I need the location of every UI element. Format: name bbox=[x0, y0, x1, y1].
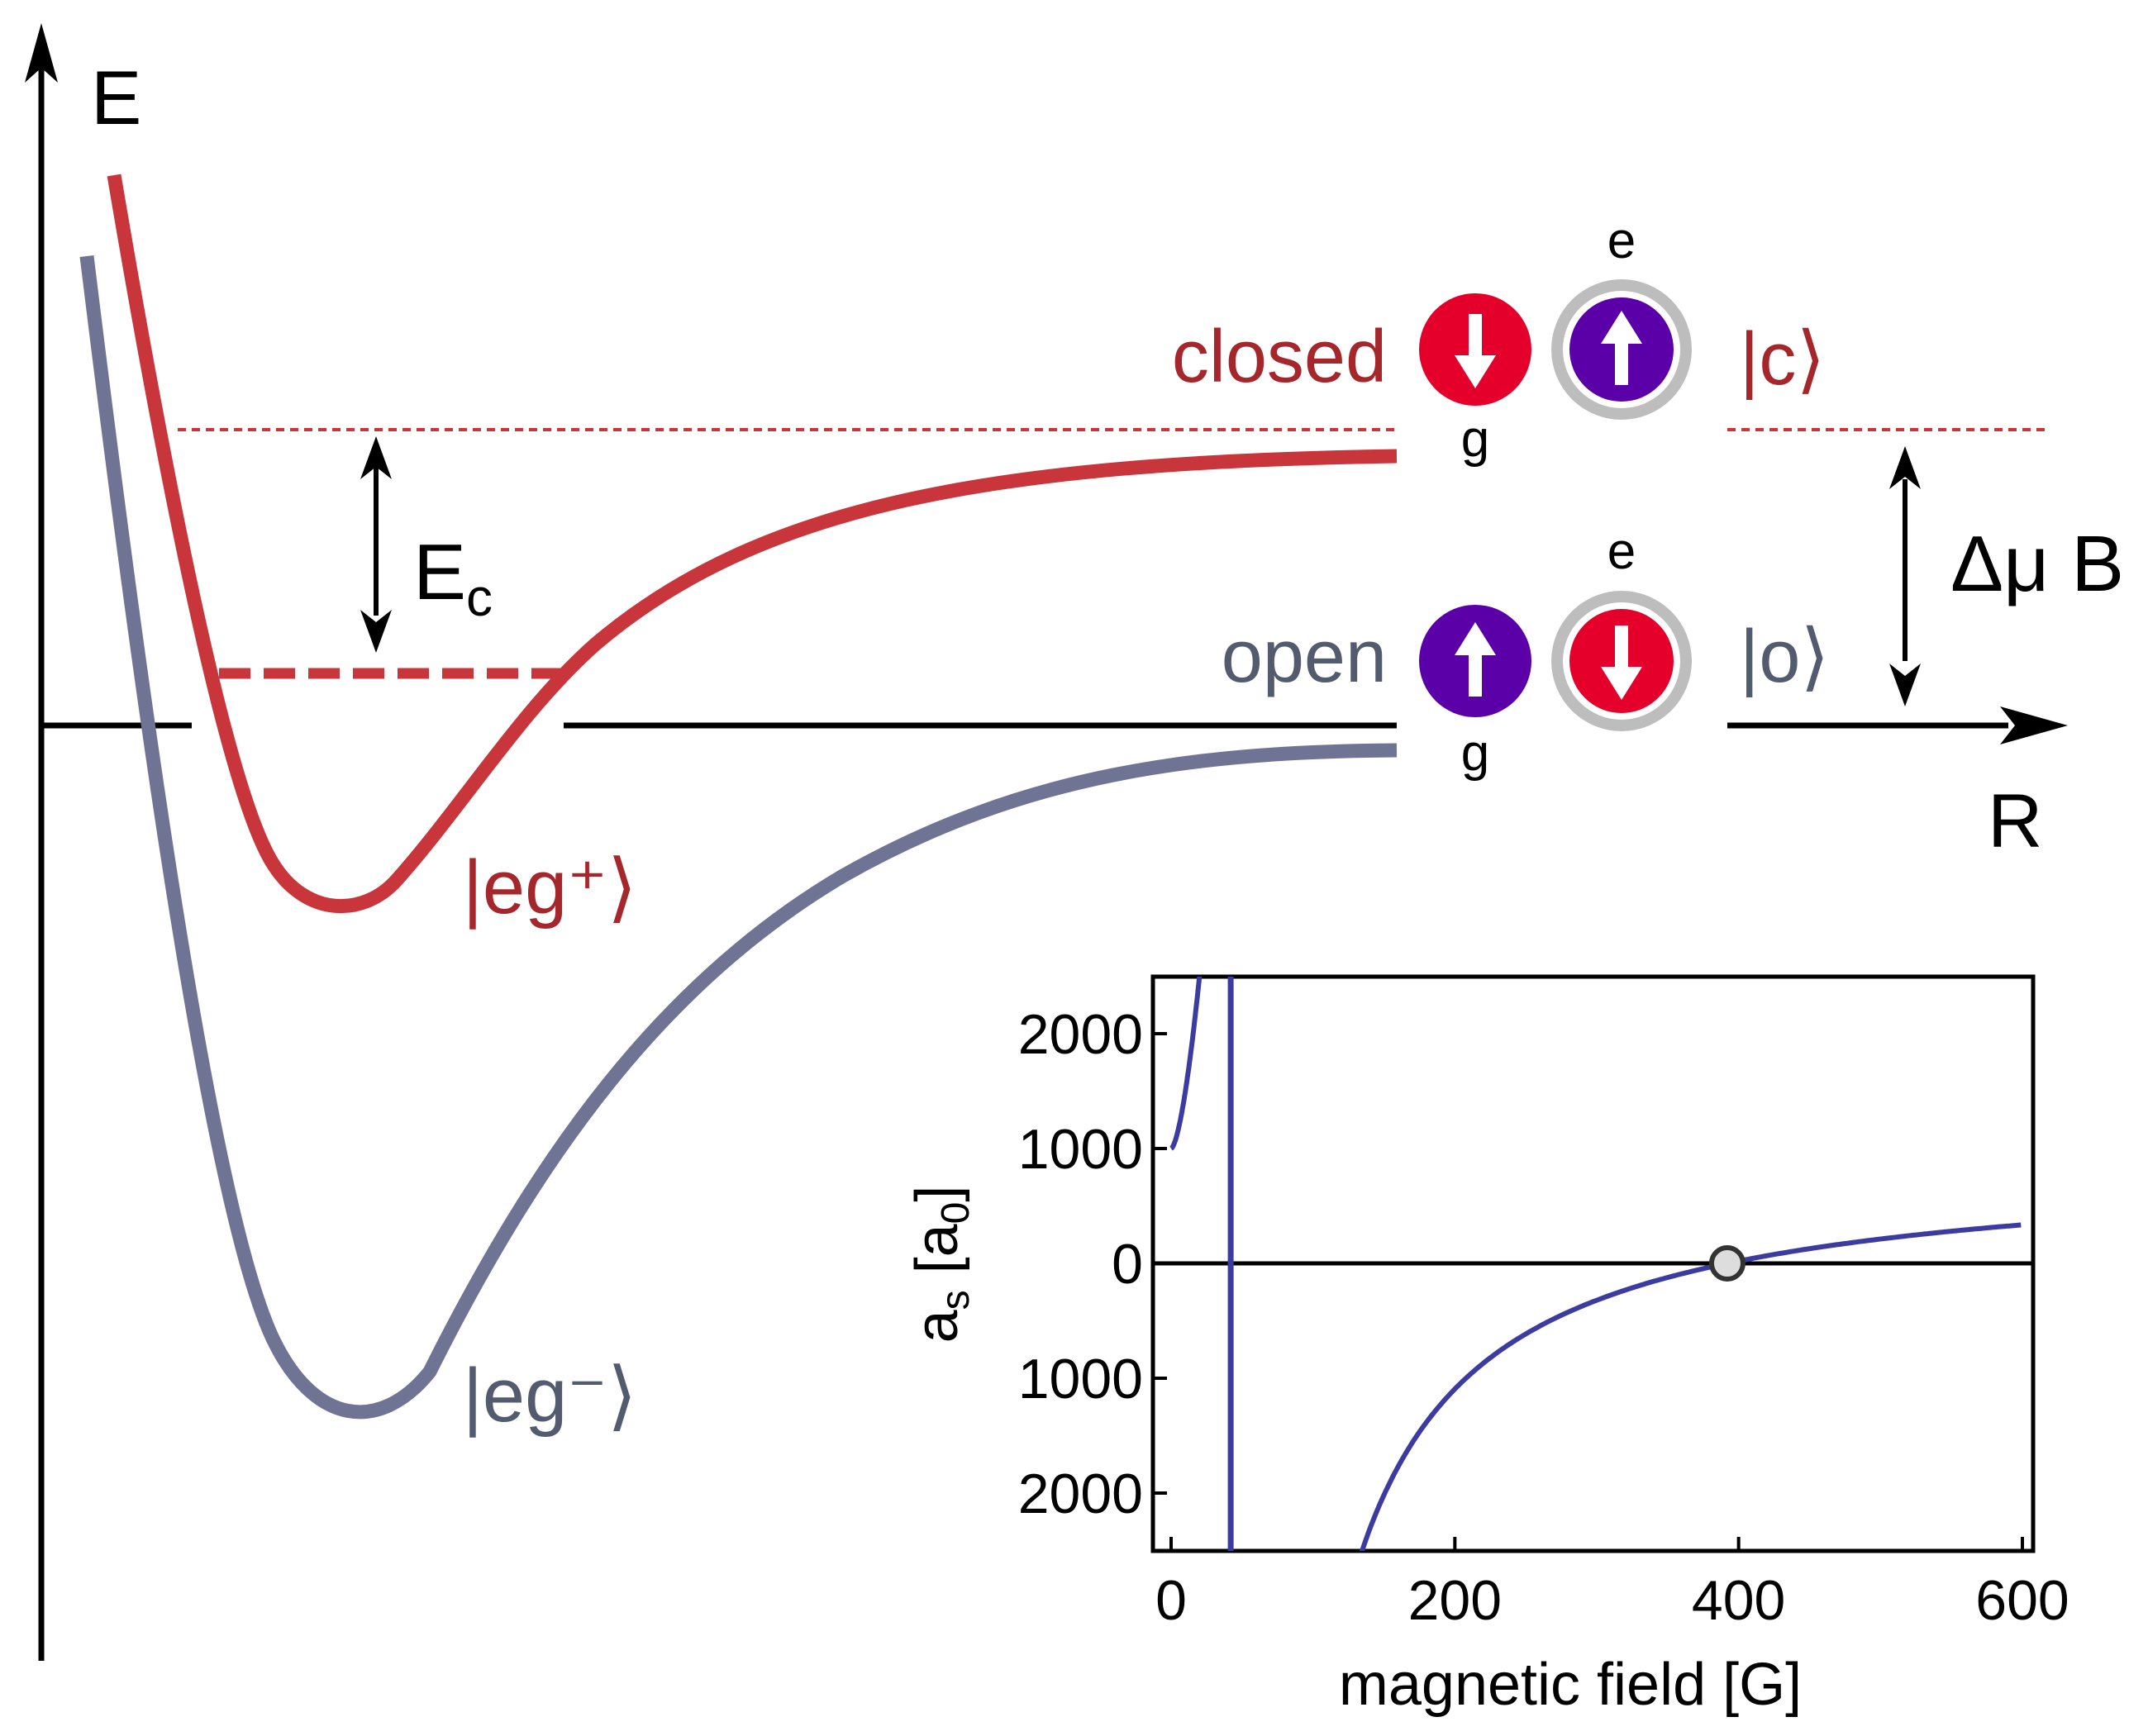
delta-mu-b-arrow bbox=[1889, 446, 1921, 706]
inset-ticks bbox=[1153, 1032, 2024, 1551]
inset-y-tick-label: 2000 bbox=[1018, 1003, 1143, 1066]
ket-closed-label: |c⟩ bbox=[1740, 318, 1826, 401]
open-channel-atoms bbox=[1419, 591, 1692, 731]
ket-open-label: |o⟩ bbox=[1740, 616, 1830, 698]
atom-label-g-open: g bbox=[1461, 725, 1489, 782]
atom-label-e-open: e bbox=[1607, 523, 1636, 580]
ec-arrow bbox=[360, 436, 392, 653]
ket-eg-minus-label: |eg⁻⟩ bbox=[463, 1353, 637, 1438]
closed-channel-label: closed bbox=[1172, 316, 1387, 398]
open-channel-label: open bbox=[1222, 616, 1387, 698]
ec-label: Ec bbox=[413, 528, 493, 627]
delta-mu-b-label: Δμ B bbox=[1950, 520, 2124, 608]
eg-plus-potential-curve bbox=[107, 174, 1398, 914]
inset-x-tick-label: 400 bbox=[1692, 1569, 1785, 1632]
inset-x-tick-label: 0 bbox=[1155, 1569, 1187, 1632]
energy-axis bbox=[25, 23, 58, 1661]
inset-y-axis-label: as [a0] bbox=[904, 1186, 978, 1344]
inset-x-tick-label: 600 bbox=[1975, 1569, 2069, 1632]
inset-x-axis-label: magnetic field [G] bbox=[1339, 1652, 1802, 1718]
inset-y-tick-labels: 2000 1000 0 1000 2000 bbox=[1018, 1003, 1143, 1525]
scattering-length-branch-low-field bbox=[1169, 977, 1203, 1151]
r-axis-label: R bbox=[1988, 779, 2042, 863]
eg-minus-potential-curve bbox=[79, 254, 1398, 1420]
zero-crossing-marker bbox=[1708, 1245, 1746, 1282]
energy-axis-label: E bbox=[91, 56, 141, 140]
spin-down-arrow-icon bbox=[1601, 625, 1642, 700]
scattering-length-branch-high-field bbox=[1359, 1222, 2022, 1551]
atom-label-e-closed: e bbox=[1607, 212, 1636, 269]
inset-y-tick-label: 2000 bbox=[1018, 1463, 1143, 1525]
inset-y-tick-label: 0 bbox=[1112, 1233, 1143, 1296]
inset-x-tick-labels: 0 200 400 600 bbox=[1155, 1569, 2069, 1632]
ket-eg-plus-label: |eg⁺⟩ bbox=[463, 845, 637, 930]
inset-x-tick-label: 200 bbox=[1408, 1569, 1502, 1632]
closed-channel-atoms bbox=[1419, 279, 1692, 420]
scattering-length-inset: 0 200 400 600 2000 1000 0 1000 2000 magnetic fi… bbox=[904, 974, 2069, 1718]
inset-y-tick-label: 1000 bbox=[1018, 1118, 1143, 1181]
inset-y-tick-label: 1000 bbox=[1018, 1348, 1143, 1410]
spin-up-arrow-icon bbox=[1601, 311, 1642, 385]
spin-up-arrow-icon bbox=[1455, 622, 1496, 697]
spin-down-arrow-icon bbox=[1455, 314, 1496, 388]
r-axis bbox=[41, 706, 2068, 744]
atom-label-g-closed: g bbox=[1461, 411, 1489, 468]
